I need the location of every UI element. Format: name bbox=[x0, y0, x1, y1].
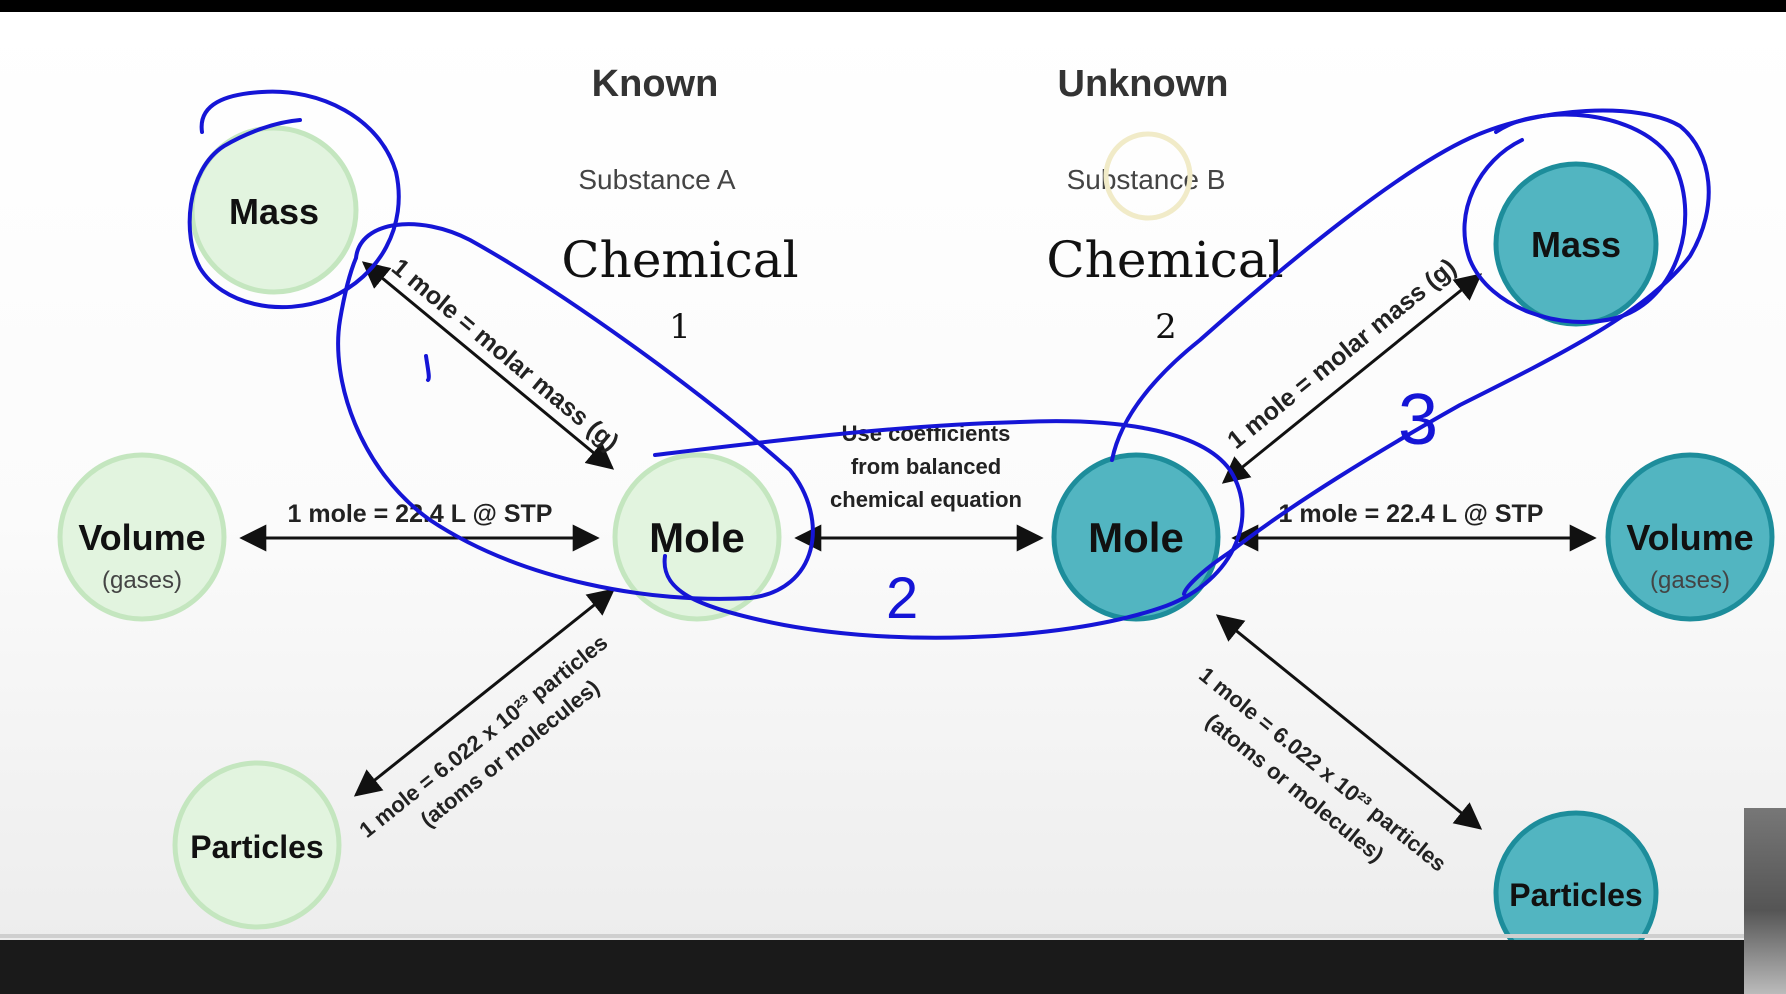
slide: Known Unknown Substance A Substance B Ch… bbox=[0, 12, 1786, 976]
unknown-volume-node: Volume (gases) bbox=[1605, 452, 1775, 622]
svg-text:chemical equation: chemical equation bbox=[830, 487, 1022, 512]
ink-loop-step-3 bbox=[1110, 108, 1711, 596]
ink-mark-1 bbox=[424, 354, 431, 382]
svg-text:from balanced: from balanced bbox=[851, 454, 1001, 479]
svg-text:(gases): (gases) bbox=[1650, 567, 1730, 594]
svg-text:Mole: Mole bbox=[1088, 514, 1184, 561]
unknown-heading: Unknown bbox=[1058, 63, 1229, 105]
known-mole-node: Mole bbox=[612, 452, 782, 622]
chemical-1-label: Chemical bbox=[561, 231, 798, 289]
ink-loop-step-2 bbox=[653, 419, 1245, 640]
unknown-particles-node: Particles bbox=[1493, 810, 1659, 976]
conv-particles-known: 1 mole = 6.022 x 10²³ particles (atoms o… bbox=[354, 630, 612, 843]
substance-a-label: Substance A bbox=[578, 164, 736, 195]
unknown-mole-node: Mole bbox=[1051, 452, 1221, 622]
svg-text:1 mole = 6.022 x 10²³ particle: 1 mole = 6.022 x 10²³ particles bbox=[354, 630, 612, 843]
svg-text:Mole: Mole bbox=[649, 514, 745, 561]
substance-b-label: Substance B bbox=[1067, 164, 1226, 195]
arrow-mole-particles-unknown bbox=[1215, 614, 1483, 830]
mole-map-diagram: Known Unknown Substance A Substance B Ch… bbox=[57, 63, 1775, 976]
svg-text:Particles: Particles bbox=[1509, 877, 1642, 913]
chemical-2-label: Chemical bbox=[1046, 231, 1283, 289]
svg-text:Volume: Volume bbox=[1626, 517, 1753, 558]
svg-text:1 mole = 6.022 x 10²³ particle: 1 mole = 6.022 x 10²³ particles bbox=[1194, 662, 1451, 877]
ink-number-2: 2 bbox=[886, 566, 918, 631]
video-control-strip bbox=[0, 940, 1786, 994]
svg-text:Mass: Mass bbox=[1531, 224, 1621, 265]
svg-text:(gases): (gases) bbox=[102, 567, 182, 594]
chemical-1-number: 1 bbox=[669, 307, 691, 347]
ink-number-3: 3 bbox=[1398, 380, 1438, 460]
video-letterbox-top bbox=[0, 0, 1786, 12]
ink-circle-known-mass bbox=[187, 89, 401, 310]
chemical-2-number: 2 bbox=[1155, 307, 1177, 347]
unknown-mass-node: Mass bbox=[1493, 161, 1659, 327]
arrow-mass-mole-known bbox=[361, 261, 615, 470]
known-heading: Known bbox=[592, 63, 719, 105]
conv-gas-volume-unknown: 1 mole = 22.4 L @ STP bbox=[1278, 500, 1543, 528]
arrow-mole-mass-unknown bbox=[1221, 273, 1483, 484]
conv-particles-unknown: 1 mole = 6.022 x 10²³ particles (atoms o… bbox=[1194, 662, 1451, 877]
svg-text:Particles: Particles bbox=[190, 829, 323, 865]
svg-text:Mass: Mass bbox=[229, 191, 319, 232]
conv-coefficients: Use coefficients from balanced chemical … bbox=[830, 421, 1022, 512]
svg-text:Volume: Volume bbox=[78, 517, 205, 558]
faint-pointer-ring bbox=[1103, 131, 1193, 221]
ink-loop-step-1 bbox=[336, 222, 815, 601]
ink-circle-unknown-mass bbox=[1462, 112, 1688, 324]
known-volume-node: Volume (gases) bbox=[57, 452, 227, 622]
arrow-particles-mole-known bbox=[353, 588, 616, 797]
presenter-webcam-thumbnail bbox=[1744, 808, 1786, 994]
known-particles-node: Particles bbox=[172, 760, 342, 930]
video-progress-bar[interactable] bbox=[0, 934, 1786, 938]
